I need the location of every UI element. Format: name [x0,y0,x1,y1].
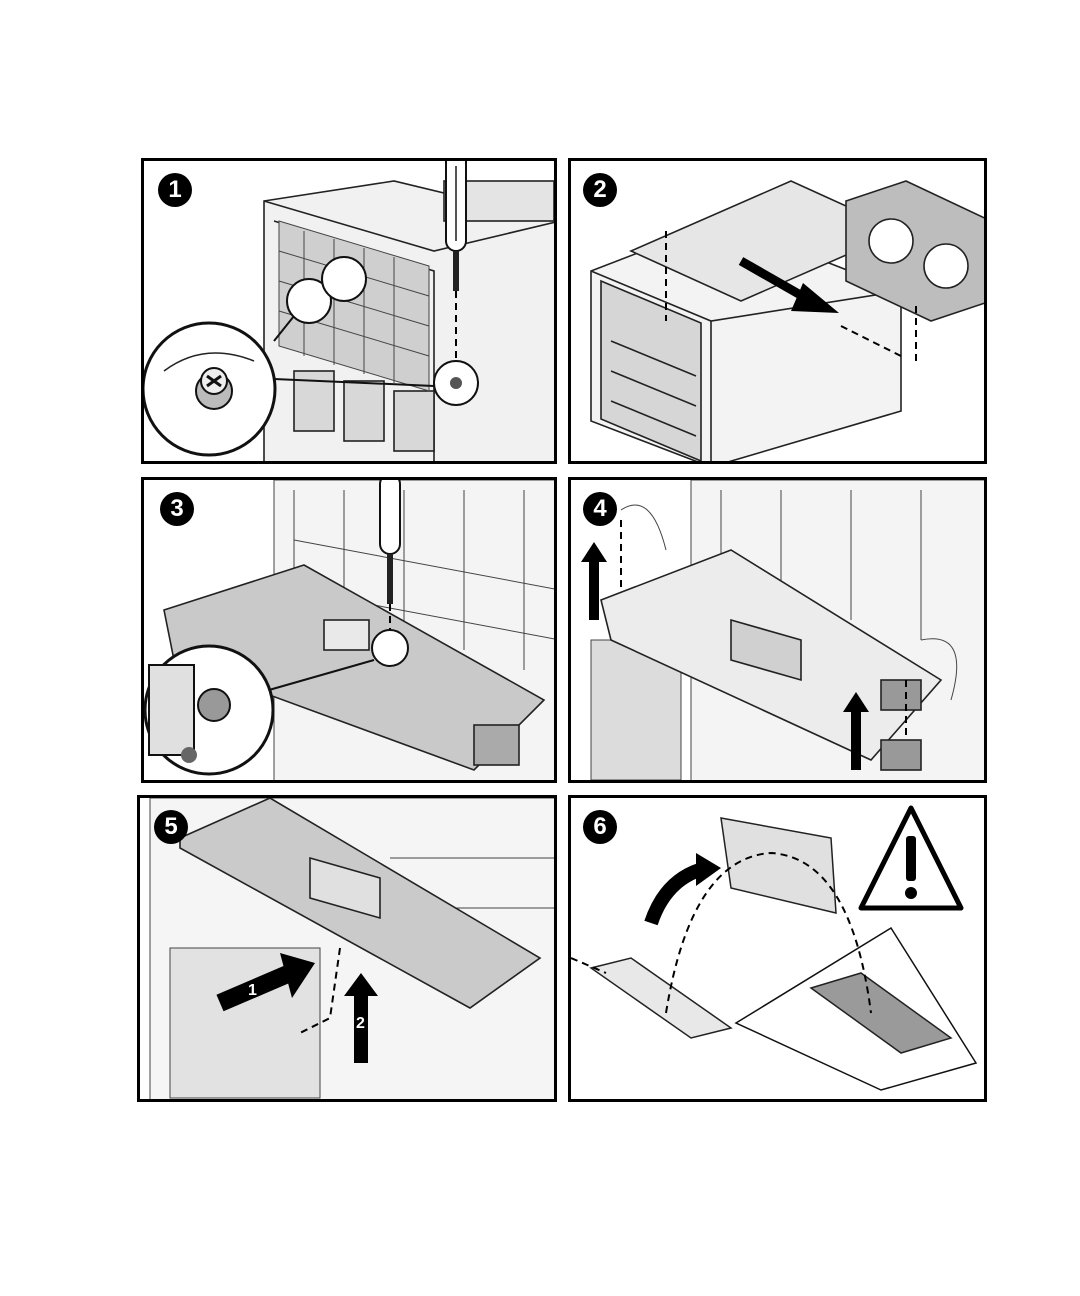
step-3-panel: 3 [141,477,557,783]
step-5-arrow-1-label: 1 [248,982,257,999]
step-6-badge: 6 [583,810,617,844]
board-lifted [721,818,836,913]
step-3-illustration [144,480,557,783]
step-2-badge: 2 [583,173,617,207]
warning-icon [861,808,961,908]
captive-screw-icon [145,646,273,774]
step-1-illustration [144,161,557,464]
step-6-illustration [571,798,987,1102]
captive-screw-icon [144,323,275,455]
step-1-panel: 1 [141,158,557,464]
step-4-panel: 4 [568,477,987,783]
step-4-illustration [571,480,987,783]
step-5-illustration: 1 2 [140,798,557,1102]
step-3-badge: 3 [160,492,194,526]
step-2-illustration [571,161,987,464]
board-removed [591,958,731,1038]
step-4-badge: 4 [583,492,617,526]
step-5-arrow-2-label: 2 [356,1015,365,1032]
step-2-panel: 2 [568,158,987,464]
step-6-panel: 6 [568,795,987,1102]
step-5-panel: 5 1 2 [137,795,557,1102]
step-5-badge: 5 [154,810,188,844]
step-1-badge: 1 [158,173,192,207]
